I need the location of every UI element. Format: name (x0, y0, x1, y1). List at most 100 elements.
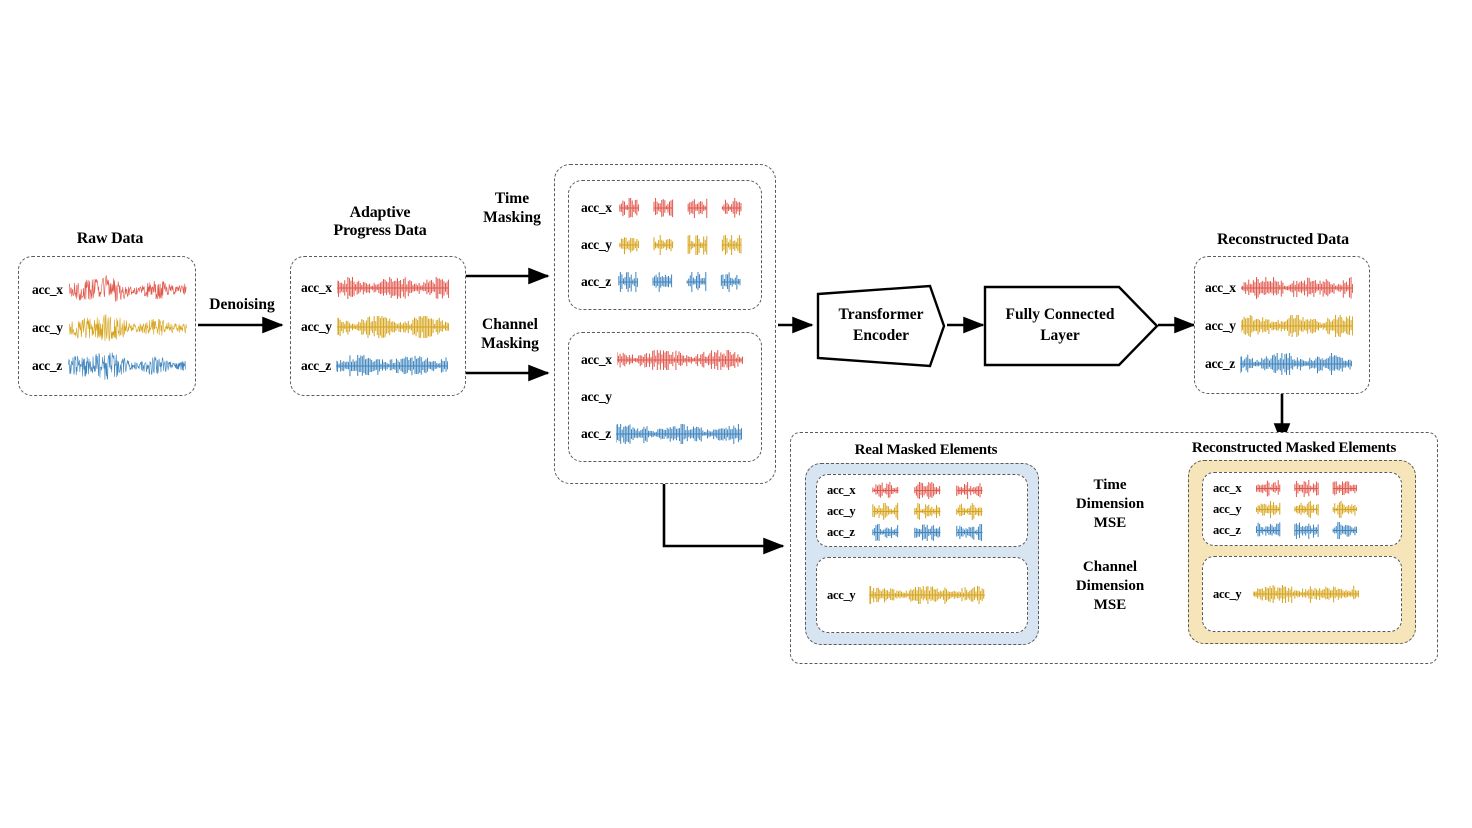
signal-label: acc_z (581, 426, 611, 441)
signal-label: acc_z (581, 274, 611, 289)
rcme-time-row-acc-x: acc_x (1213, 480, 1359, 497)
signal-label: acc_z (1213, 523, 1241, 537)
apd-row-acc-z: acc_z (301, 355, 448, 377)
channel-masking-label-line2: Masking (481, 334, 539, 352)
waveform-acc-y (336, 316, 449, 338)
tm-row-acc-y: acc_y (581, 235, 743, 255)
adaptive-progress-title: Adaptive Progress Data (290, 204, 470, 241)
rme-time-row-acc-x: acc_x (827, 482, 985, 499)
waveform-acc-y (68, 314, 187, 342)
waveform-acc-x (1240, 277, 1353, 299)
signal-label: acc_x (1213, 481, 1242, 495)
signal-label: acc_y (1213, 586, 1242, 601)
time-dimension-mse-line3: MSE (1093, 514, 1127, 531)
apd-row-acc-x: acc_x (301, 277, 449, 299)
arrow-masking-to-real-masked (662, 484, 785, 555)
signal-label: acc_z (827, 525, 855, 539)
channel-dimension-mse-line2: Dimension (1075, 577, 1145, 594)
cm-row-acc-y-masked: acc_y (581, 387, 743, 407)
waveform-acc-y (1253, 585, 1360, 603)
signal-label: acc_x (1205, 280, 1236, 295)
waveform-segmented-acc-x (872, 482, 983, 499)
signal-label: acc_x (32, 282, 63, 297)
signal-label: acc_y (581, 389, 612, 404)
tm-row-acc-z: acc_z (581, 272, 742, 292)
signal-label: acc_x (581, 352, 612, 367)
waveform-segmented-acc-y (872, 503, 983, 520)
waveform-acc-z (1239, 353, 1352, 375)
raw-data-title: Raw Data (76, 230, 144, 247)
waveform-segmented-acc-y (1256, 501, 1358, 518)
signal-label: acc_x (827, 483, 856, 497)
signal-label: acc_x (581, 200, 612, 215)
hexagon-shape (816, 284, 946, 368)
waveform-segmented-acc-y (619, 235, 742, 255)
channel-masking-box: acc_x acc_y acc_z (568, 332, 762, 462)
signal-label: acc_y (32, 320, 63, 335)
time-dimension-mse-line2: Dimension (1075, 495, 1145, 512)
waveform-acc-y (1240, 315, 1353, 337)
signal-label: acc_y (1213, 502, 1242, 516)
rcme-time-row-acc-y: acc_y (1213, 501, 1359, 518)
apd-row-acc-y: acc_y (301, 316, 449, 338)
time-masking-label-line1: Time (494, 190, 530, 207)
pentagon-arrow-shape (983, 285, 1159, 367)
waveform-acc-y-masked-empty (617, 387, 743, 407)
channel-dimension-mse-line1: Channel (1082, 559, 1138, 575)
real-masked-time-group: acc_x acc_y acc_z (816, 474, 1028, 547)
rme-time-row-acc-z: acc_z (827, 524, 985, 541)
channel-dimension-mse-line3: MSE (1093, 596, 1127, 613)
waveform-acc-x (68, 274, 187, 302)
time-dimension-mse-label: Time Dimension MSE (1058, 476, 1162, 532)
waveform-acc-x (616, 350, 743, 370)
signal-label: acc_z (1205, 356, 1235, 371)
fully-connected-layer-block[interactable]: Fully Connected Layer (983, 285, 1159, 367)
cm-row-acc-x: acc_x (581, 350, 743, 370)
waveform-segmented-acc-z (618, 272, 741, 292)
rd-row-acc-z: acc_z (1205, 353, 1352, 375)
reconstructed-data-title: Reconstructed Data (1217, 231, 1349, 248)
waveform-acc-z (335, 355, 448, 377)
waveform-segmented-acc-z (1255, 522, 1357, 539)
channel-dimension-mse-label: Channel Dimension MSE (1054, 558, 1166, 614)
reconstructed-masked-channel-group: acc_y (1202, 556, 1402, 632)
signal-label: acc_z (301, 358, 331, 373)
signal-label: acc_y (827, 587, 856, 602)
time-masking-label-line2: Masking (483, 208, 541, 226)
reconstructed-masked-elements-title: Reconstructed Masked Elements (1191, 440, 1397, 456)
time-masking-label: Time Masking (460, 190, 564, 227)
time-masking-box: acc_x acc_y acc_z (568, 180, 762, 310)
reconstructed-masked-time-group: acc_x acc_y acc_z (1202, 472, 1402, 546)
waveform-acc-z (615, 424, 742, 444)
adaptive-progress-panel: acc_x acc_y acc_z (290, 256, 466, 396)
raw-data-panel: acc_x acc_y acc_z (18, 256, 196, 396)
raw-row-acc-z: acc_z (32, 349, 186, 383)
adaptive-progress-title-line2: Progress Data (333, 222, 427, 240)
signal-label: acc_y (1205, 318, 1236, 333)
adaptive-progress-title-line1: Adaptive (349, 204, 411, 221)
transformer-encoder-block[interactable]: Transformer Encoder (814, 282, 948, 370)
rcme-time-row-acc-z: acc_z (1213, 522, 1359, 539)
time-dimension-mse-line1: Time (1093, 477, 1127, 493)
rme-time-row-acc-y: acc_y (827, 503, 985, 520)
rcme-channel-row-acc-y: acc_y (1213, 585, 1360, 603)
signal-label: acc_y (827, 504, 856, 518)
rme-channel-row-acc-y: acc_y (827, 586, 986, 604)
waveform-segmented-acc-x (1256, 480, 1358, 497)
waveform-segmented-acc-z (872, 524, 983, 541)
raw-row-acc-x: acc_x (32, 273, 187, 307)
reconstructed-data-panel: acc_x acc_y acc_z (1194, 256, 1370, 394)
cm-row-acc-z: acc_z (581, 424, 742, 444)
signal-label: acc_z (32, 358, 62, 373)
signal-label: acc_y (301, 319, 332, 334)
waveform-acc-y (869, 586, 986, 604)
rd-row-acc-y: acc_y (1205, 315, 1353, 337)
raw-row-acc-y: acc_y (32, 311, 187, 345)
signal-label: acc_y (581, 237, 612, 252)
waveform-acc-x (336, 277, 449, 299)
tm-row-acc-x: acc_x (581, 198, 743, 218)
denoising-label: Denoising (209, 296, 275, 313)
real-masked-channel-group: acc_y (816, 557, 1028, 633)
channel-masking-label: Channel Masking (454, 316, 566, 353)
